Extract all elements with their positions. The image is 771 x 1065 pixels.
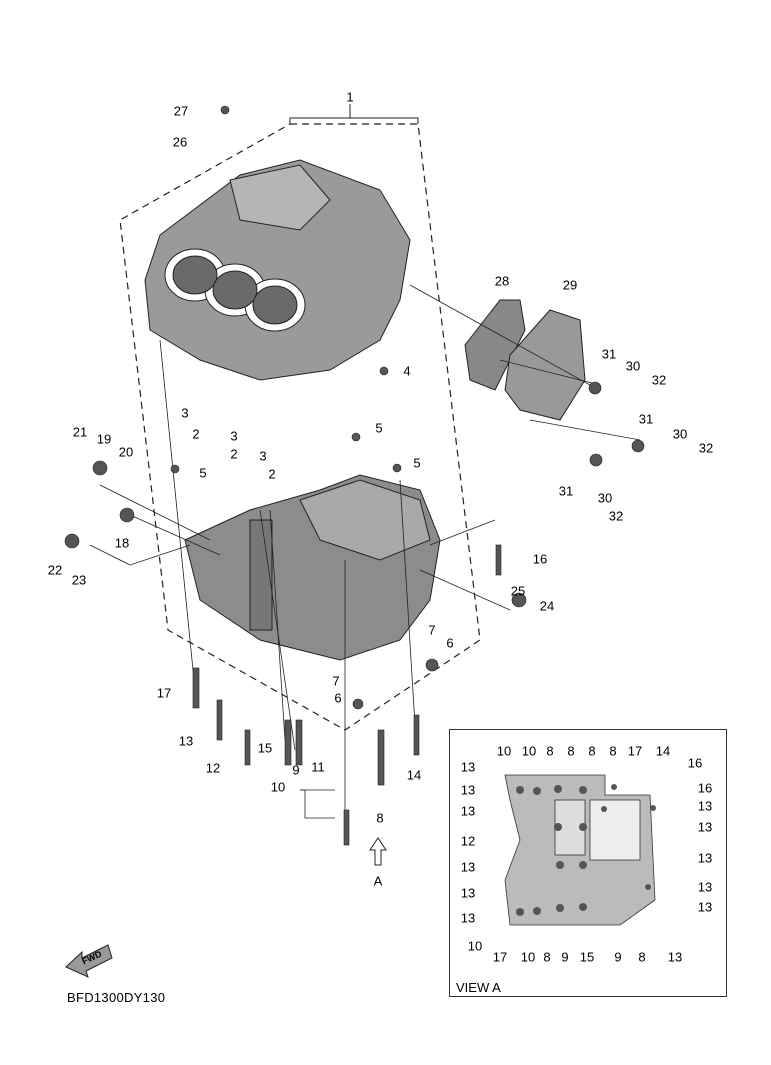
view-a-callout: 12 <box>460 833 476 849</box>
part-callout: 30 <box>625 358 641 374</box>
part-callout: 28 <box>494 273 510 289</box>
part-callout: 19 <box>96 431 112 447</box>
part-callout: 6 <box>446 635 454 651</box>
part-callout: 2 <box>268 466 276 482</box>
view-a-callout: 9 <box>614 949 622 965</box>
view-a-callout: 8 <box>546 743 554 759</box>
part-callout: 31 <box>601 346 617 362</box>
part-callout: 32 <box>698 440 714 456</box>
view-a-callout: 13 <box>697 879 713 895</box>
view-a-callout: 9 <box>561 949 569 965</box>
view-a-callout: 13 <box>697 819 713 835</box>
view-a-callout: 13 <box>697 798 713 814</box>
part-callout: 2 <box>192 426 200 442</box>
part-callout: 29 <box>562 277 578 293</box>
view-a-callout: 8 <box>543 949 551 965</box>
part-callout: 15 <box>257 740 273 756</box>
part-callout: 1 <box>346 89 354 105</box>
view-a-callout: 10 <box>467 938 483 954</box>
part-callout: 30 <box>597 490 613 506</box>
part-callout: 5 <box>199 465 207 481</box>
part-callout: 14 <box>406 767 422 783</box>
part-callout: 30 <box>672 426 688 442</box>
part-callout: 26 <box>172 134 188 150</box>
part-callout: 11 <box>311 759 325 775</box>
view-a-callout: 10 <box>521 743 537 759</box>
part-callout: 31 <box>558 483 574 499</box>
part-callout: 27 <box>173 103 189 119</box>
part-callout: 20 <box>118 444 134 460</box>
part-callout: 9 <box>292 762 300 778</box>
part-callout: 6 <box>334 690 342 706</box>
lower-crankcase <box>184 474 441 661</box>
view-a-callout: 17 <box>492 949 508 965</box>
cover-28 <box>464 299 526 391</box>
part-callout: 16 <box>532 551 548 567</box>
view-a-callout: 13 <box>667 949 683 965</box>
part-callout: 3 <box>230 428 238 444</box>
part-callout: 25 <box>510 583 526 599</box>
part-callout: 31 <box>638 411 654 427</box>
diagram-code: BFD1300DY130 <box>67 990 166 1005</box>
view-a-callout: 13 <box>460 803 476 819</box>
view-a-callout: 16 <box>687 755 703 771</box>
part-callout: 17 <box>156 685 172 701</box>
view-a-callout: 13 <box>697 850 713 866</box>
view-a-callout: 8 <box>638 949 646 965</box>
view-a-callout: 8 <box>609 743 617 759</box>
view-a-callout: 14 <box>655 743 671 759</box>
view-a-callout: 10 <box>496 743 512 759</box>
part-callout: 4 <box>403 363 411 379</box>
part-callout: 8 <box>376 810 384 826</box>
part-callout: 5 <box>413 455 421 471</box>
bolts <box>64 105 645 846</box>
part-callout: 24 <box>539 598 555 614</box>
view-a-callout: 13 <box>460 782 476 798</box>
view-a-callout: 15 <box>579 949 595 965</box>
part-callout: 13 <box>178 733 194 749</box>
part-callout: 12 <box>205 760 221 776</box>
view-a-callout: 10 <box>520 949 536 965</box>
upper-crankcase <box>144 159 411 381</box>
part-callout: 7 <box>332 673 340 689</box>
part-callout: 5 <box>375 420 383 436</box>
view-a-callout: 13 <box>460 759 476 775</box>
cover-29 <box>504 309 586 421</box>
part-callout: 2 <box>230 446 238 462</box>
part-callout: 21 <box>72 424 88 440</box>
part-callout: 32 <box>651 372 667 388</box>
part-callout: 18 <box>114 535 130 551</box>
part-callout: 10 <box>270 779 286 795</box>
part-callout: 22 <box>47 562 63 578</box>
view-a-bolt-heads <box>516 784 656 916</box>
view-a-callout: 8 <box>567 743 575 759</box>
view-a-box <box>449 729 727 997</box>
part-callout: 32 <box>608 508 624 524</box>
view-arrow-label: A <box>373 873 383 889</box>
part-callout: 3 <box>259 448 267 464</box>
fwd-arrow-icon <box>65 944 113 978</box>
view-a-callout: 16 <box>697 780 713 796</box>
view-a-callout: 13 <box>460 859 476 875</box>
view-a-title: VIEW A <box>456 980 501 995</box>
part-callout: 7 <box>428 622 436 638</box>
part-callout: 23 <box>71 572 87 588</box>
view-a-callout: 13 <box>460 910 476 926</box>
view-a-callout: 13 <box>460 885 476 901</box>
view-a-callout: 17 <box>627 743 643 759</box>
view-a-arrow <box>369 837 387 866</box>
part-callout: 3 <box>181 405 189 421</box>
view-a-callout: 13 <box>697 899 713 915</box>
view-a-callout: 8 <box>588 743 596 759</box>
